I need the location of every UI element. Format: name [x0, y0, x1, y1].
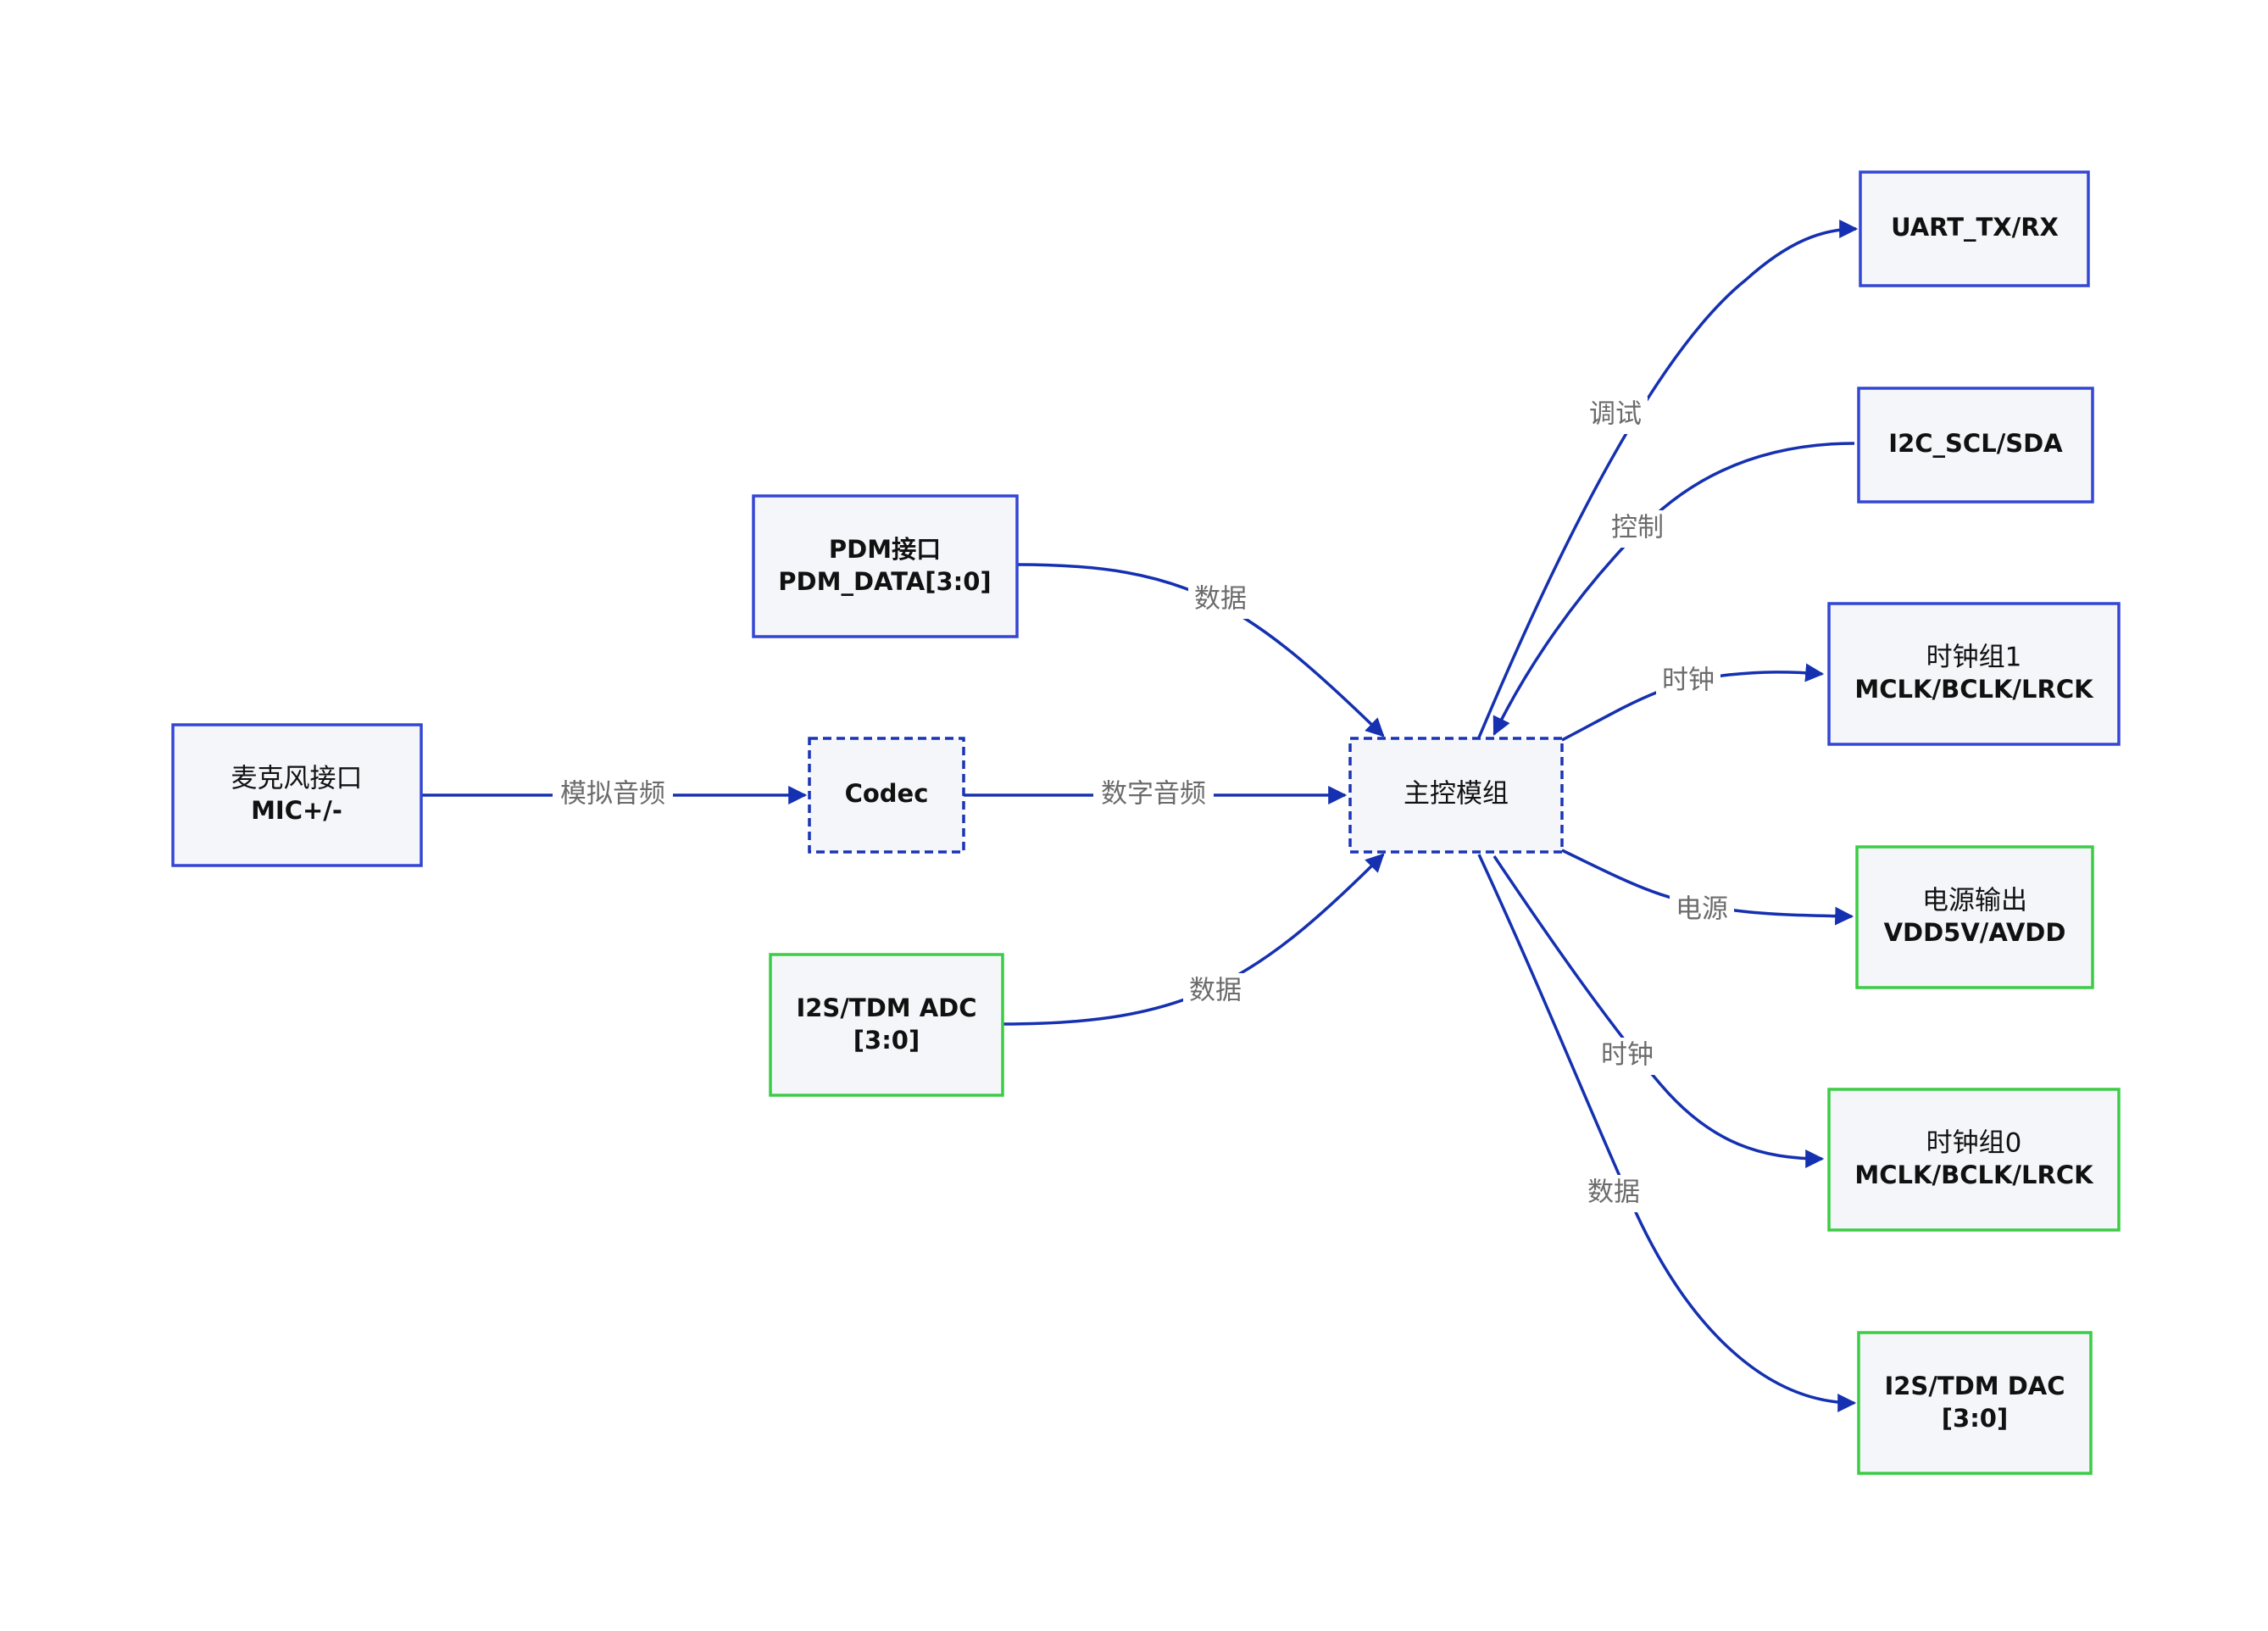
node-clk0-title: 时钟组0: [1926, 1128, 2022, 1159]
edge-main-uart: [1477, 220, 1859, 738]
node-i2s-dac: I2S/TDM DAC [3:0]: [1857, 1331, 2093, 1475]
node-clk0-subtitle: MCLK/BCLK/LRCK: [1854, 1161, 2094, 1189]
node-i2s-dac-title: I2S/TDM DAC: [1884, 1372, 2065, 1400]
edge-label-main-uart: 调试: [1589, 399, 1642, 430]
edge-label-i2c-main: 控制: [1611, 513, 1664, 543]
edge-label-main-clk0: 时钟: [1601, 1040, 1654, 1071]
node-pdm: PDM接口 PDM_DATA[3:0]: [752, 494, 1019, 638]
node-i2s-adc: I2S/TDM ADC [3:0]: [769, 953, 1004, 1097]
node-main-module: 主控模组: [1348, 737, 1564, 854]
node-codec: Codec: [808, 737, 965, 854]
edge-labels: 模拟音频 数字音频 数据 数据 调试 控制 时钟 电源 时钟 数据: [553, 397, 1734, 1212]
edge-label-codec-main: 数字音频: [1101, 779, 1206, 810]
node-uart-title: UART_TX/RX: [1891, 213, 2059, 242]
node-clk1-title: 时钟组1: [1926, 643, 2022, 673]
edge-main-dac: [1477, 854, 1857, 1412]
edge-main-clk0: [1493, 855, 1825, 1168]
edge-label-main-dac: 数据: [1587, 1177, 1640, 1208]
node-power-subtitle: VDD5V/AVDD: [1884, 918, 2066, 947]
node-power: 电源输出 VDD5V/AVDD: [1855, 845, 2094, 989]
node-pdm-subtitle: PDM_DATA[3:0]: [778, 567, 991, 596]
node-uart: UART_TX/RX: [1859, 170, 2090, 287]
node-i2c-title: I2C_SCL/SDA: [1888, 429, 2063, 458]
edge-label-pdm-main: 数据: [1194, 584, 1247, 615]
node-clk0: 时钟组0 MCLK/BCLK/LRCK: [1827, 1088, 2121, 1232]
edge-label-adc-main: 数据: [1189, 976, 1242, 1006]
node-clk1: 时钟组1 MCLK/BCLK/LRCK: [1827, 602, 2121, 746]
node-mic: 麦克风接口 MIC+/-: [171, 723, 423, 867]
node-main-module-title: 主控模组: [1404, 779, 1509, 810]
node-mic-title: 麦克风接口: [231, 764, 363, 794]
node-i2s-adc-title: I2S/TDM ADC: [796, 994, 976, 1022]
node-codec-title: Codec: [845, 779, 929, 808]
node-pdm-title: PDM接口: [829, 535, 941, 564]
node-mic-subtitle: MIC+/-: [251, 796, 342, 825]
node-power-title: 电源输出: [1922, 886, 2027, 916]
node-i2c: I2C_SCL/SDA: [1857, 387, 2094, 504]
node-i2s-adc-subtitle: [3:0]: [853, 1026, 920, 1055]
edge-label-mic-codec: 模拟音频: [560, 779, 665, 810]
node-clk1-subtitle: MCLK/BCLK/LRCK: [1854, 675, 2094, 704]
edge-label-main-power: 电源: [1676, 894, 1728, 925]
node-i2s-dac-subtitle: [3:0]: [1942, 1404, 2008, 1433]
edge-label-main-clk1: 时钟: [1662, 665, 1715, 696]
